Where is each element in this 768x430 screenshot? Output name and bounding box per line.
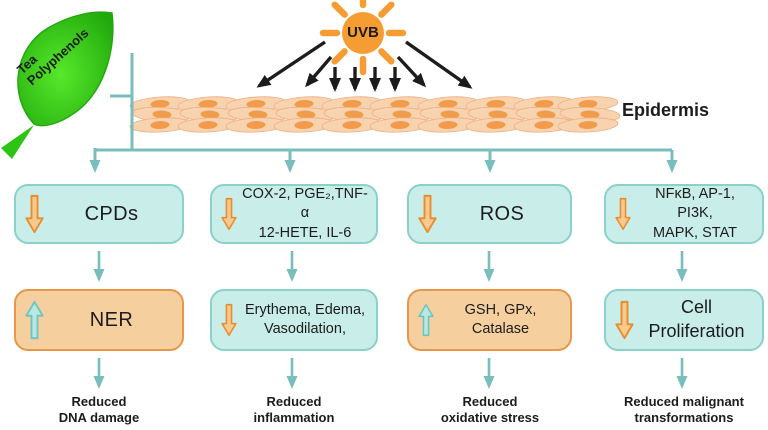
box-label: COX-2, PGE₂,TNF-α: [242, 186, 368, 222]
decrease-arrow-icon: [615, 300, 634, 340]
decrease-arrow-icon: [25, 194, 44, 234]
row2-outcome-arrows: [93, 358, 688, 389]
box-cell-proliferation: Cell Proliferation: [604, 289, 764, 351]
box-label: ROS: [479, 202, 525, 225]
box-label: GSH, GPx,: [464, 301, 537, 318]
epidermis-label: Epidermis: [622, 100, 710, 120]
increase-arrow-icon: [418, 303, 434, 337]
outcome-malignant-transformations: Reduced malignant transformations: [624, 394, 744, 425]
outcome-oxidative-stress: Reduced oxidative stress: [440, 394, 540, 425]
epidermis-cells: [130, 95, 621, 134]
box-antioxidant-enzymes: GSH, GPx, Catalase: [407, 289, 572, 351]
box-ner: NER: [14, 289, 184, 351]
box-cpds: CPDs: [14, 184, 184, 244]
box-inflammatory-mediators: COX-2, PGE₂,TNF-α 12-HETE, IL-6: [210, 184, 378, 244]
leaf-icon: [1, 11, 114, 159]
uvb-label: UVB: [347, 24, 379, 41]
decrease-arrow-icon: [221, 197, 237, 231]
inhibition-connector: [110, 53, 134, 150]
box-label: CPDs: [84, 202, 139, 225]
decrease-arrow-icon: [221, 303, 237, 337]
box-signaling-pathways: NFκB, AP-1, PI3K, MAPK, STAT: [604, 184, 764, 244]
outcome-inflammation: Reduced inflammation: [253, 394, 335, 425]
branch-connector: [89, 148, 678, 173]
decrease-arrow-icon: [418, 194, 437, 234]
row1-row2-arrows: [93, 251, 688, 282]
increase-arrow-icon: [25, 300, 44, 340]
uvb-radiation-arrows: [256, 40, 473, 92]
box-label: Cell Proliferation: [648, 297, 745, 341]
box-inflammation-signs: Erythema, Edema, Vasodilation,: [210, 289, 378, 351]
uvb-sun-icon: [319, 0, 407, 76]
box-ros: ROS: [407, 184, 572, 244]
box-label: NER: [89, 308, 134, 331]
decrease-arrow-icon: [615, 197, 631, 231]
box-label: NFκB, AP-1, PI3K,: [655, 186, 735, 222]
outcome-dna-damage: Reduced DNA damage: [58, 394, 140, 425]
box-label: Erythema, Edema,: [244, 301, 366, 318]
